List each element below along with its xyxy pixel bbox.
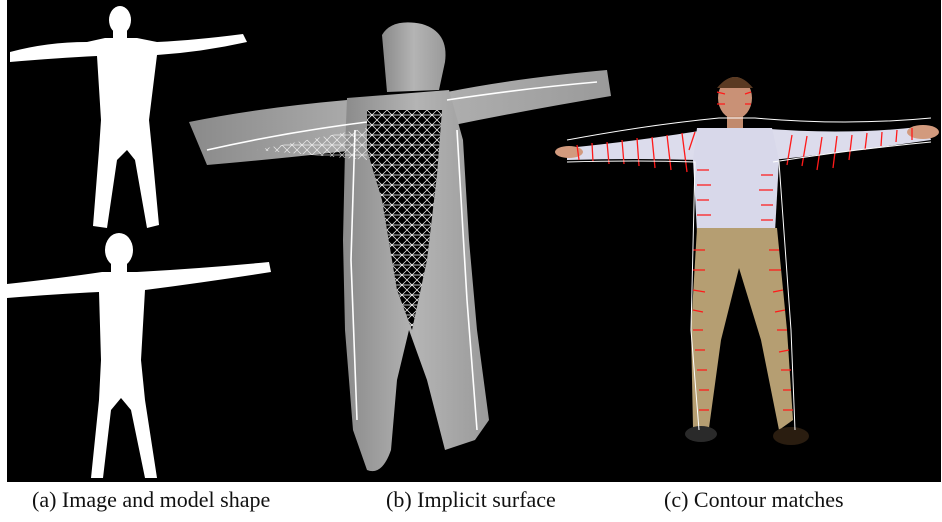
caption-panel-a: (a) Image and model shape — [32, 487, 270, 513]
figure-canvas — [7, 0, 941, 482]
panel-c-contour-matches — [547, 0, 941, 482]
contour-matches-render — [547, 0, 941, 482]
caption-panel-c: (c) Contour matches — [664, 487, 844, 513]
caption-panel-b: (b) Implicit surface — [386, 487, 556, 513]
